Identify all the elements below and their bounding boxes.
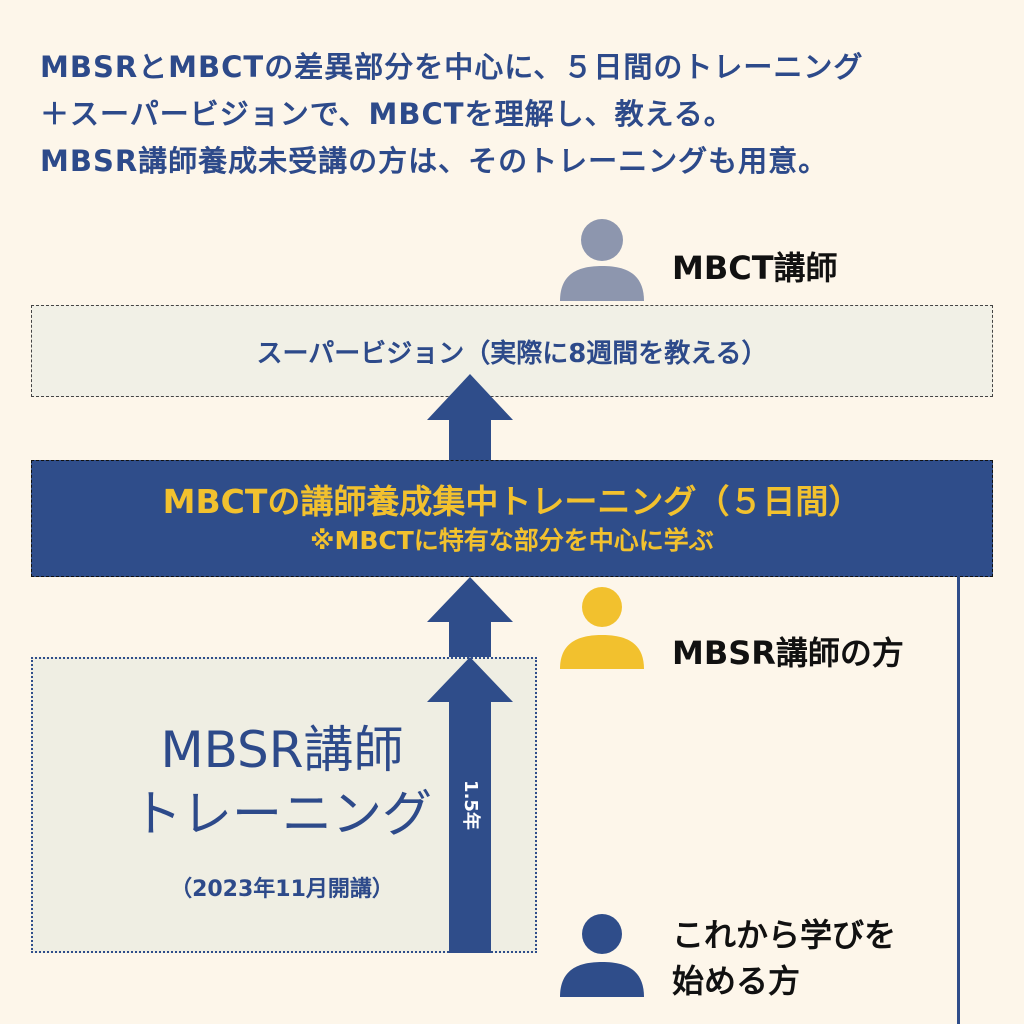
arrow-up-icon <box>427 577 513 657</box>
intro-line-2: ＋スーパービジョンで、MBCTを理解し、教える。 <box>40 97 734 131</box>
mbsr-training-title-line-1: MBSR講師 <box>160 721 404 779</box>
supervision-box: スーパービジョン（実際に8週間を教える） <box>31 305 993 397</box>
intensive-training-note: ※MBCTに特有な部分を中心に学ぶ <box>310 525 714 555</box>
beginner-label-line-2: 始める方 <box>672 962 801 1000</box>
mbsr-training-subtitle: （2023年11月開講） <box>170 877 394 902</box>
mbct-teacher-person-icon <box>560 219 644 301</box>
beginner-person-icon <box>560 914 644 997</box>
supervision-label: スーパービジョン（実際に8週間を教える） <box>256 338 768 369</box>
mbsr-teacher-person-icon <box>560 587 644 669</box>
intensive-training-title: MBCTの講師養成集中トレーニング（５日間） <box>162 481 862 521</box>
right-connector-line <box>957 575 960 1024</box>
intro-line-3: MBSR講師養成未受講の方は、そのトレーニングも用意。 <box>40 144 829 178</box>
arrow-up-icon <box>427 374 513 464</box>
mbsr-training-title: MBSR講師 トレーニング <box>31 718 533 846</box>
long-arrow-up-icon <box>427 657 513 953</box>
beginner-label-line-1: これから学びを <box>672 916 897 954</box>
intensive-training-box: MBCTの講師養成集中トレーニング（５日間） ※MBCTに特有な部分を中心に学ぶ <box>31 460 993 577</box>
mbct-teacher-label: MBCT講師 <box>672 249 838 287</box>
beginner-label: これから学びを 始める方 <box>672 912 896 1004</box>
mbsr-training-title-line-2: トレーニング <box>132 785 432 843</box>
mbsr-teacher-label: MBSR講師の方 <box>672 634 904 672</box>
intro-text: MBSRとMBCTの差異部分を中心に、５日間のトレーニング ＋スーパービジョンで… <box>40 44 1000 185</box>
intro-line-1: MBSRとMBCTの差異部分を中心に、５日間のトレーニング <box>40 50 864 84</box>
duration-label: 1.5年 <box>460 780 481 830</box>
